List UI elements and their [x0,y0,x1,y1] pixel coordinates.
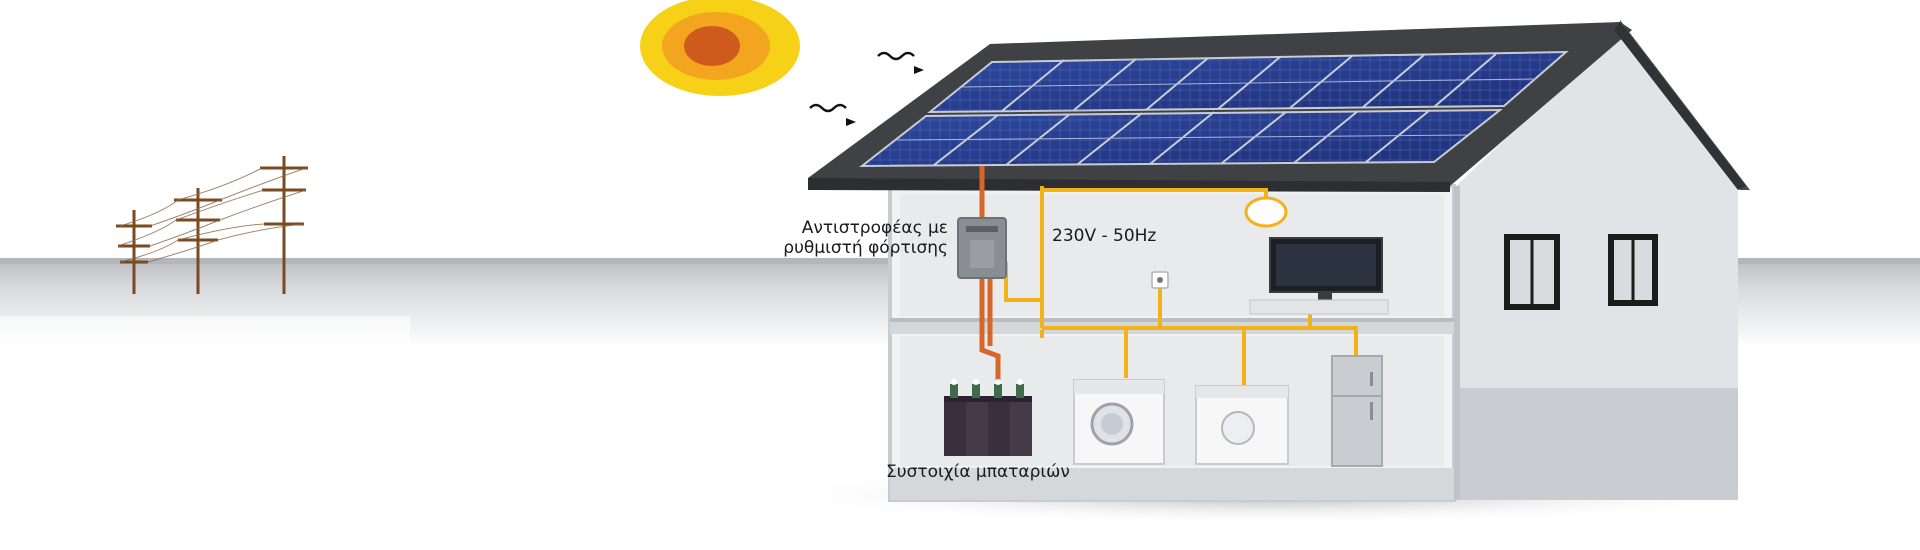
utility-pole-icon [116,156,308,294]
inverter-icon [957,217,1007,279]
battery-bank-label: Συστοιχία μπαταριών [886,462,1070,482]
washing-machine-icon [1073,379,1165,465]
tv-icon [1249,237,1389,315]
refrigerator-icon [1331,355,1383,467]
window-icon [1504,234,1658,310]
lamp-icon [1244,196,1288,228]
inverter-label-line2: ρυθμιστή φόρτισης [783,238,948,258]
solar-panel-icon [859,50,1569,168]
power-lines [117,167,307,263]
voltage-label: 230V - 50Hz [1052,226,1157,246]
socket-icon [1151,271,1169,289]
inverter-label-line1: Αντιστροφέας με [801,218,948,238]
ac-wire [1004,186,1358,386]
battery-icon [944,379,1032,456]
dryer-icon [1195,385,1289,465]
sunray-icon [809,51,915,113]
inverter-label: Αντιστροφέας με ρυθμιστή φόρτισης [730,218,948,258]
dc-wire [979,166,1001,400]
sun-icon [640,0,800,96]
